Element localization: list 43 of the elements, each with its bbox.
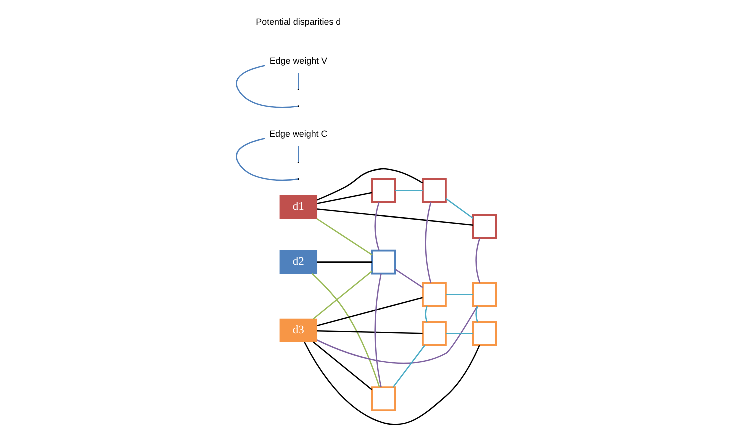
- connector: [446, 333, 473, 335]
- node-box: [422, 282, 446, 308]
- connector: [424, 202, 432, 284]
- label: Potential disparities d: [256, 17, 341, 28]
- connector: [394, 269, 423, 288]
- connector: [316, 306, 478, 364]
- node-box: [422, 321, 446, 346]
- connector: [374, 274, 382, 388]
- node-text: Edge weight V: [269, 56, 327, 66]
- connector: [446, 294, 473, 296]
- connector: [298, 73, 299, 90]
- connector: [316, 262, 372, 263]
- connector: [374, 202, 380, 251]
- node-box: [371, 178, 396, 204]
- connector: [475, 238, 480, 284]
- connector: [475, 306, 478, 322]
- node-box: [472, 321, 497, 346]
- connector: [424, 306, 428, 322]
- connector: [298, 146, 299, 162]
- connector: [316, 330, 422, 334]
- connector: [304, 342, 480, 426]
- connector: [395, 190, 422, 192]
- connector: [316, 208, 473, 226]
- node-box: [472, 214, 497, 239]
- node-box: [371, 386, 396, 412]
- connector: [236, 138, 298, 182]
- node-text: Edge weight C: [269, 128, 328, 139]
- connector: [316, 297, 422, 326]
- connector: [445, 198, 474, 220]
- node-box: [422, 178, 446, 204]
- connector: [311, 273, 380, 388]
- node-box: [472, 282, 497, 308]
- connector: [392, 345, 426, 388]
- node-box: d1: [279, 196, 317, 220]
- node-box: d3: [279, 318, 317, 342]
- node-box: [371, 250, 396, 275]
- connector: [312, 342, 372, 391]
- connector: [312, 270, 372, 320]
- connector: [316, 192, 372, 204]
- connector: [236, 65, 298, 108]
- node-box: d2: [279, 250, 317, 274]
- connector: [316, 218, 372, 256]
- connector: [316, 168, 423, 201]
